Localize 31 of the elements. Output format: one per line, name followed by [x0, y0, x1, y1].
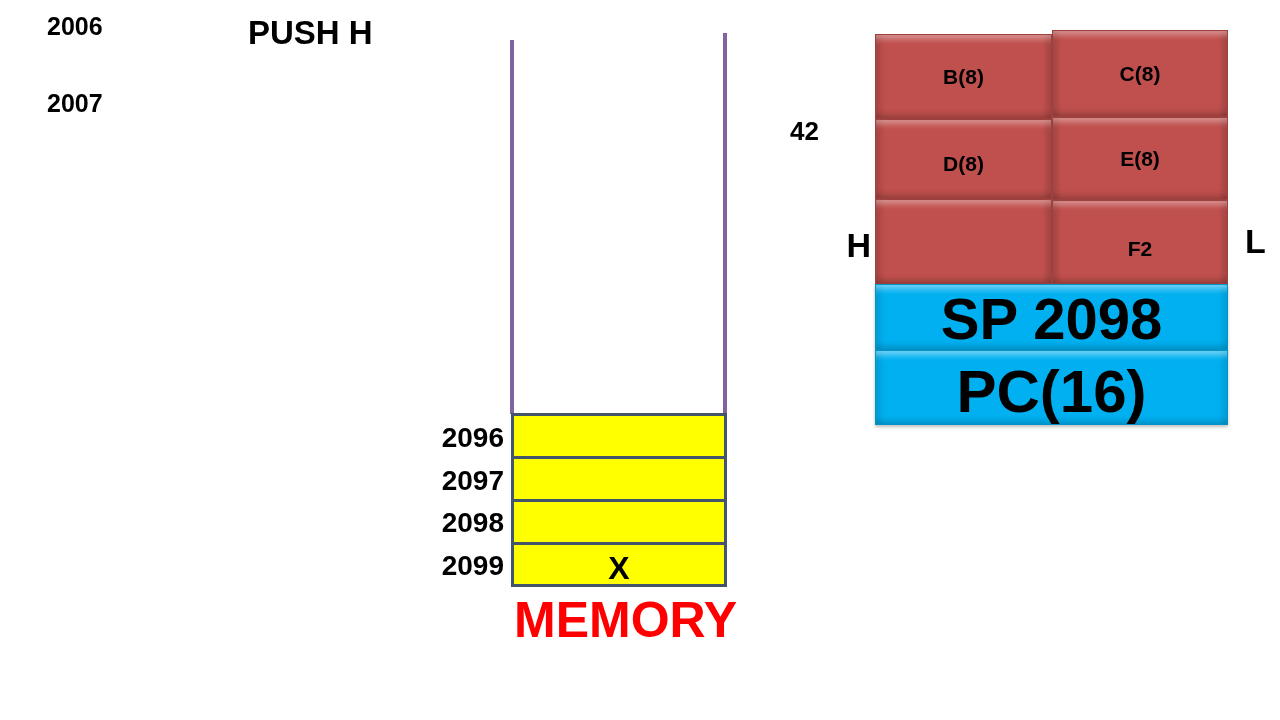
register-bar — [875, 350, 1228, 425]
register-label: PC(16) — [956, 361, 1147, 422]
register-cell — [875, 34, 1052, 119]
register-label: E(8) — [1120, 148, 1160, 169]
register-pair-label: L — [1245, 224, 1266, 258]
register-label: SP 2098 — [940, 290, 1163, 348]
memory-value: X — [608, 551, 630, 584]
instruction-heading: PUSH H — [248, 15, 373, 49]
address-label: 2007 — [47, 90, 103, 116]
memory-cell — [511, 542, 727, 587]
register-cell — [875, 199, 1052, 284]
address-label: 2097 — [441, 467, 504, 495]
register-pair-label: H — [846, 228, 871, 262]
register-cell — [1052, 117, 1228, 200]
address-label: 2099 — [441, 552, 504, 580]
register-cell — [1052, 200, 1228, 284]
register-cell — [875, 119, 1052, 199]
memory-cell — [511, 413, 727, 457]
value-label: 42 — [790, 118, 819, 144]
register-label: D(8) — [943, 152, 984, 174]
register-label: B(8) — [943, 66, 984, 87]
memory-label: MEMORY — [514, 595, 738, 645]
address-label: 2098 — [441, 509, 504, 537]
register-bar — [875, 284, 1228, 350]
memory-cell — [511, 499, 727, 543]
address-label: 2096 — [441, 424, 504, 452]
register-label: F2 — [1127, 237, 1153, 259]
address-label: 2006 — [47, 13, 103, 39]
register-cell — [1052, 30, 1228, 117]
memory-cell — [511, 456, 727, 500]
register-label: C(8) — [1119, 63, 1161, 84]
